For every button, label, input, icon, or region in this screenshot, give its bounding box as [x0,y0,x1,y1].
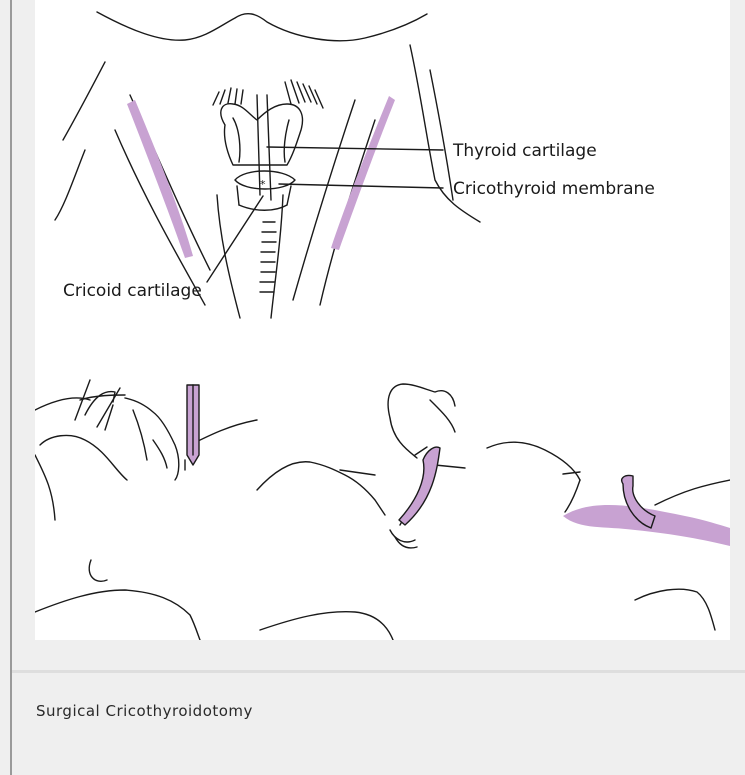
label-thyroid-cartilage: Thyroid cartilage [452,141,597,161]
left-border [10,0,12,775]
label-cricothyroid-membrane: Cricothyroid membrane [453,179,655,199]
step-incision-drawing [35,380,257,640]
figure-caption: Surgical Cricothyroidotomy [36,702,253,720]
step-hook-drawing [257,384,465,640]
right-muscle-highlight [331,96,395,250]
label-cricoid-cartilage: Cricoid cartilage [63,281,202,301]
tracheal-hook [399,447,440,525]
membrane-marker: * [260,178,266,191]
caption-divider [12,670,745,673]
neck-anatomy-drawing [55,12,480,318]
cricoid-leader-line [207,196,263,282]
figure-image: Thyroid cartilage Cricothyroid membrane … [35,0,730,640]
cricothyroidotomy-illustration: Thyroid cartilage Cricothyroid membrane … [35,0,730,640]
